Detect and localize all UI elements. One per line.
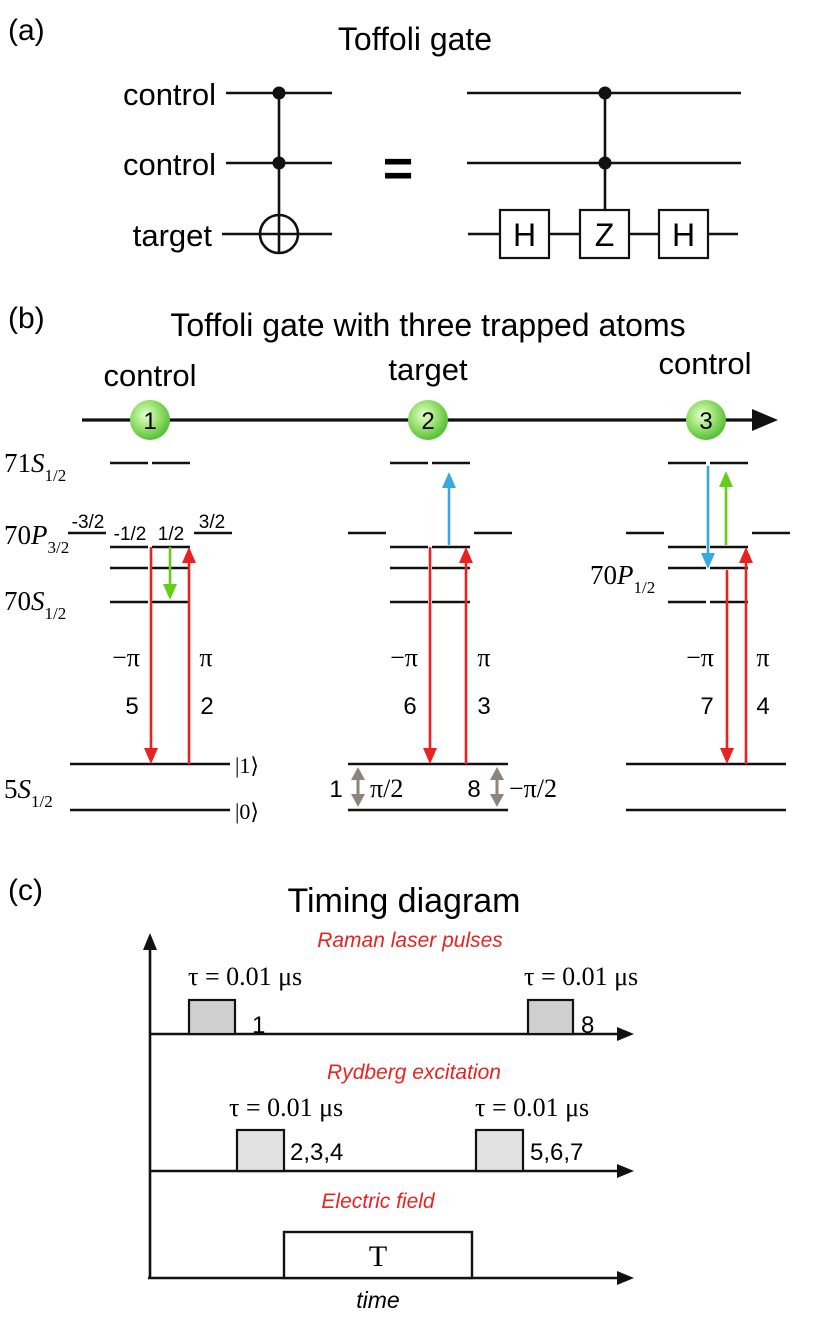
axis-arrowhead [143,933,157,950]
phase-label: −π [686,643,714,672]
tau-label: τ = 0.01 μs [188,962,302,991]
mj-label: -1/2 [114,524,147,545]
field-duration-label: T [369,1240,387,1273]
wire-label-control-1: control [123,77,216,112]
panel-c-title: Timing diagram [287,882,520,920]
z-gate-box [578,208,631,260]
panel-c: (c) Timing diagram Raman laser pulses τ … [8,874,638,1313]
level-label-70s: 70S1/2 [4,586,66,623]
panel-a-label: (a) [8,14,45,47]
control-dot [272,156,286,170]
panel-c-label: (c) [8,874,43,907]
axis-arrowhead [752,409,778,431]
raman-double-arrow [351,767,365,807]
wire-label-target: target [133,218,213,253]
rydberg-pulse-box [474,1128,525,1173]
atom-3: 3 [686,400,726,440]
atom-3-arrows [701,466,753,764]
tau-label: τ = 0.01 μs [229,1093,343,1122]
panel-a-title: Toffoli gate [338,21,492,57]
panel-b-title: Toffoli gate with three trapped atoms [170,307,685,343]
panel-b-label: (b) [8,302,45,335]
atom-number: 3 [699,408,712,435]
x-axis-label: time [356,1287,399,1313]
row-title: Electric field [321,1190,436,1213]
raman-phase: −π/2 [509,774,557,803]
atom-number: 1 [143,408,156,435]
z-gate-label: Z [595,217,615,253]
pulse-number: 7 [700,693,713,720]
panel-a: (a) Toffoli gate control control target … [8,14,741,260]
toffoli-circuit-left [222,86,332,255]
atom-role-label: control [103,358,196,393]
atom-role-label: target [388,352,468,387]
raman-pulse-number: 1 [329,776,342,803]
row-title: Rydberg excitation [327,1061,501,1084]
level-label-70p32: 70P3/2 [4,520,69,557]
atom-1-rydberg-arrows [144,547,196,764]
atom-2: 2 [408,400,448,440]
raman-pulse-box [526,998,575,1036]
row-title: Raman laser pulses [317,929,503,952]
electric-field-box [282,1230,474,1280]
pulse-number: 5 [125,693,138,720]
atom-1: 1 [130,400,170,440]
equals-sign: = [383,140,413,198]
control-dot [272,86,286,100]
phase-label: π [756,643,769,672]
raman-pulse-box [187,998,237,1036]
h-gate-box [498,208,551,260]
control-dot [598,86,612,100]
atom-role-label: control [658,346,751,381]
mj-label: -3/2 [72,512,105,533]
pulse-index: 8 [581,1012,594,1039]
pulse-number: 4 [756,693,769,720]
raman-double-arrow [490,767,504,807]
target-xor-symbol [258,213,300,255]
tau-label: τ = 0.01 μs [475,1093,589,1122]
pulse-index: 5,6,7 [530,1139,583,1166]
level-label-5s: 5S1/2 [4,774,53,811]
toffoli-circuit-right: H Z H [467,86,741,260]
pulse-number: 3 [477,693,490,720]
phase-label: π [199,643,212,672]
control-dot [598,156,612,170]
phase-label: π [477,643,490,672]
phase-label: −π [112,643,140,672]
pulse-index: 1 [252,1012,265,1039]
ket-1: |1⟩ [235,753,259,778]
axis-arrowhead [617,1027,634,1041]
h-gate-box [657,208,710,260]
pulse-number: 2 [200,693,213,720]
tau-label: τ = 0.01 μs [524,962,638,991]
h-gate-label: H [513,217,536,253]
raman-phase: π/2 [370,774,403,803]
wire-label-control-2: control [123,147,216,182]
mj-label: 3/2 [199,512,225,533]
level-label-71s: 71S1/2 [4,448,66,485]
raman-pulse-number: 8 [467,776,480,803]
h-gate-label: H [672,217,695,253]
panel-b: (b) Toffoli gate with three trapped atom… [4,302,790,824]
pulse-index: 2,3,4 [290,1139,343,1166]
atom-2-arrows [423,472,473,764]
rydberg-pulse-box [235,1128,286,1173]
atom-3-levels [626,461,790,812]
axis-arrowhead [617,1164,634,1178]
pulse-number: 6 [403,693,416,720]
mj-label: 1/2 [158,524,184,545]
ket-0: |0⟩ [235,799,259,824]
atom-2-levels [348,461,512,812]
axis-arrowhead [617,1271,634,1285]
level-label-70p12: 70P1/2 [590,560,655,597]
atom-number: 2 [421,408,434,435]
phase-label: −π [390,643,418,672]
